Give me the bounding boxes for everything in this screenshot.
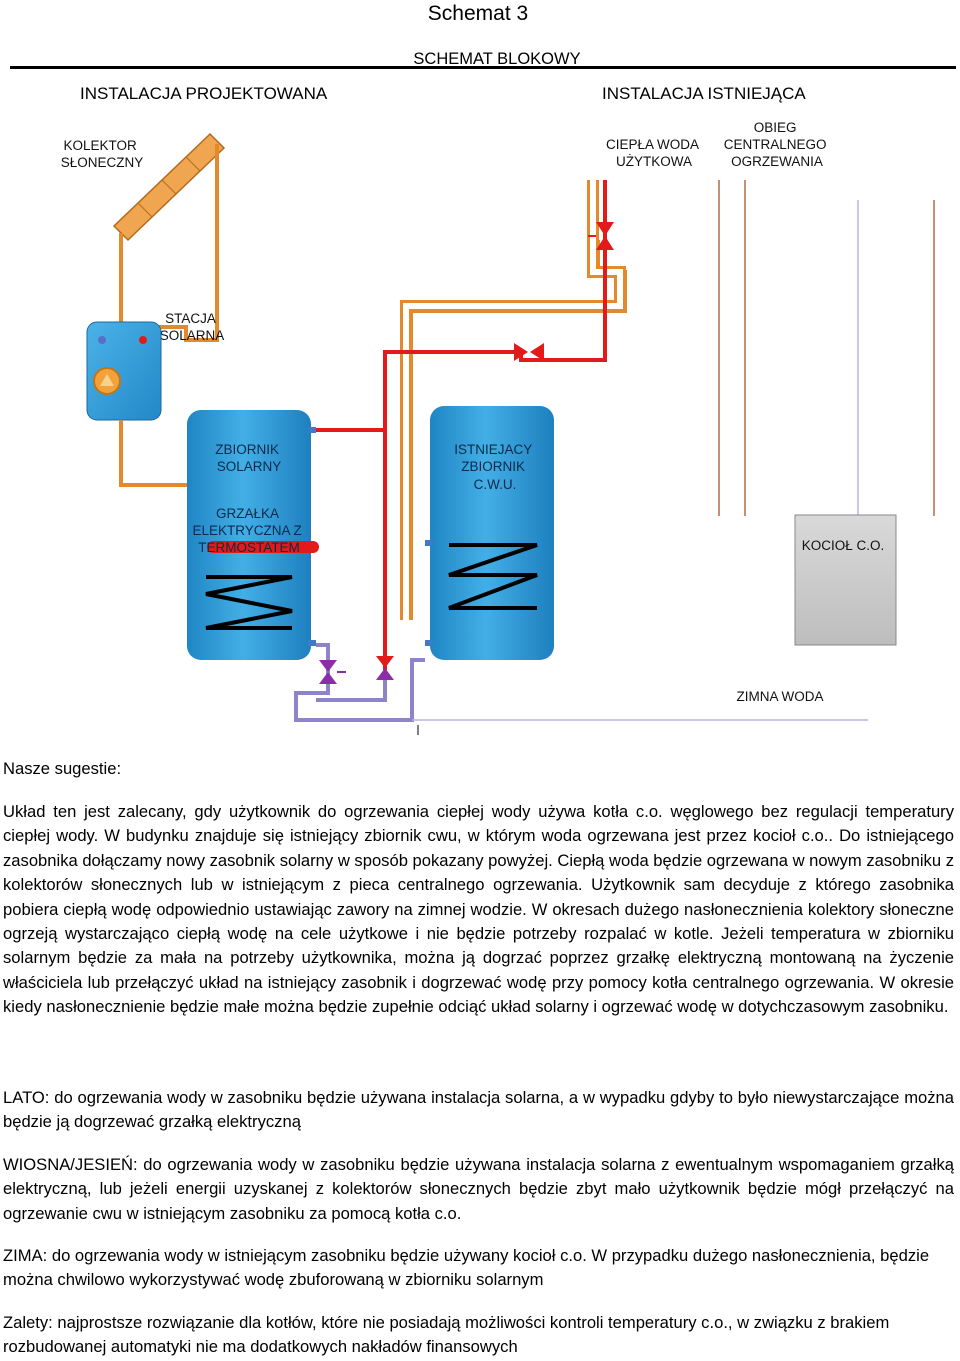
existing-tank-label-line-2: ZBIORNIK [461, 459, 525, 474]
existing-tank-label-line-1: ISTNIEJACY [454, 442, 532, 457]
paragraph-advantages: Zalety: najprostsze rozwiązanie dla kotł… [3, 1313, 890, 1357]
station-to-tank-pipe-2 [143, 420, 182, 440]
solar-tank-label: ZBIORNIK SOLARNY [215, 442, 283, 474]
collector-label-line-2: SŁONECZNY [61, 155, 144, 170]
solar-station-label: STACJA SOLARNA [160, 311, 225, 343]
cold-water-valve-solar[interactable] [319, 660, 346, 684]
heater-label-line-3: TERMOSTATEM [198, 540, 300, 555]
section-left-title: INSTALACJA PROJEKTOWANA [80, 84, 328, 103]
heater-label-line-1: GRZAŁKA [216, 506, 279, 521]
paragraph-description: Układ ten jest zalecany, gdy użytkownik … [3, 802, 954, 1017]
heater-label: GRZAŁKA ELEKTRYCZNA Z TERMOSTATEM [192, 506, 305, 555]
block-diagram: Schemat 3 SCHEMAT BLOKOWY INSTALACJA PRO… [10, 2, 956, 735]
paragraph-spring-autumn: WIOSNA/JESIEŃ: do ogrzewania wody w zaso… [3, 1155, 954, 1223]
heating-label: OBIEG CENTRALNEGO OGRZEWANIA [724, 120, 831, 169]
existing-tank-coil [448, 543, 538, 610]
section-right-title: INSTALACJA ISTNIEJĄCA [602, 84, 806, 103]
electric-heater-icon [207, 541, 319, 553]
cold-water-branch [316, 643, 330, 650]
suggestions-heading: Nasze sugestie: [3, 759, 122, 778]
station-to-tank-pipe [119, 420, 188, 487]
solar-tank [187, 410, 319, 660]
hot-water-valve-top[interactable] [588, 222, 614, 250]
solar-tank-coil [205, 575, 293, 630]
solar-tank-label-line-1: ZBIORNIK [215, 442, 279, 457]
hot-water-label: CIEPŁA WODA UŻYTKOWA [606, 137, 702, 169]
collector-return-pipe [143, 144, 219, 342]
heating-pipe-core [403, 180, 623, 620]
hot-water-label-line-2: UŻYTKOWA [616, 154, 692, 169]
solar-station-label-line-1: STACJA [165, 311, 216, 326]
boiler [794, 514, 897, 646]
heating-label-line-2: CENTRALNEGO [724, 137, 827, 152]
cold-water-valve-existing[interactable] [376, 656, 394, 680]
collector-label-line-1: KOLEKTOR [63, 138, 137, 153]
heater-label-line-2: ELEKTRYCZNA Z [192, 523, 301, 538]
solar-collector [112, 132, 226, 242]
hot-water-valve-middle[interactable] [514, 343, 544, 361]
heating-label-line-3: OGRZEWANIA [731, 154, 823, 169]
cold-water-bypass [316, 680, 387, 702]
heating-label-line-1: OBIEG [754, 120, 797, 135]
solar-station [86, 321, 162, 421]
boiler-label: KOCIOŁ C.O. [802, 538, 885, 553]
paragraph-summer: LATO: do ogrzewania wody w zasobniku będ… [3, 1088, 954, 1132]
existing-tank [425, 406, 554, 660]
paragraph-winter: ZIMA: do ogrzewania wody w istniejącym z… [3, 1246, 930, 1290]
cold-water-pipe [294, 650, 425, 722]
collector-label: KOLEKTOR SŁONECZNY [61, 138, 144, 170]
solar-tank-label-line-2: SOLARNY [217, 459, 282, 474]
cold-water-label: ZIMNA WODA [737, 689, 824, 704]
solar-station-label-line-2: SOLARNA [160, 328, 225, 343]
diagram-subtitle: SCHEMAT BLOKOWY [413, 50, 580, 68]
diagram-title: Schemat 3 [428, 2, 528, 25]
hot-water-label-line-1: CIEPŁA WODA [606, 137, 699, 152]
existing-tank-label-line-3: C.W.U. [474, 477, 517, 492]
existing-tank-label: ISTNIEJACY ZBIORNIK C.W.U. [454, 442, 536, 492]
